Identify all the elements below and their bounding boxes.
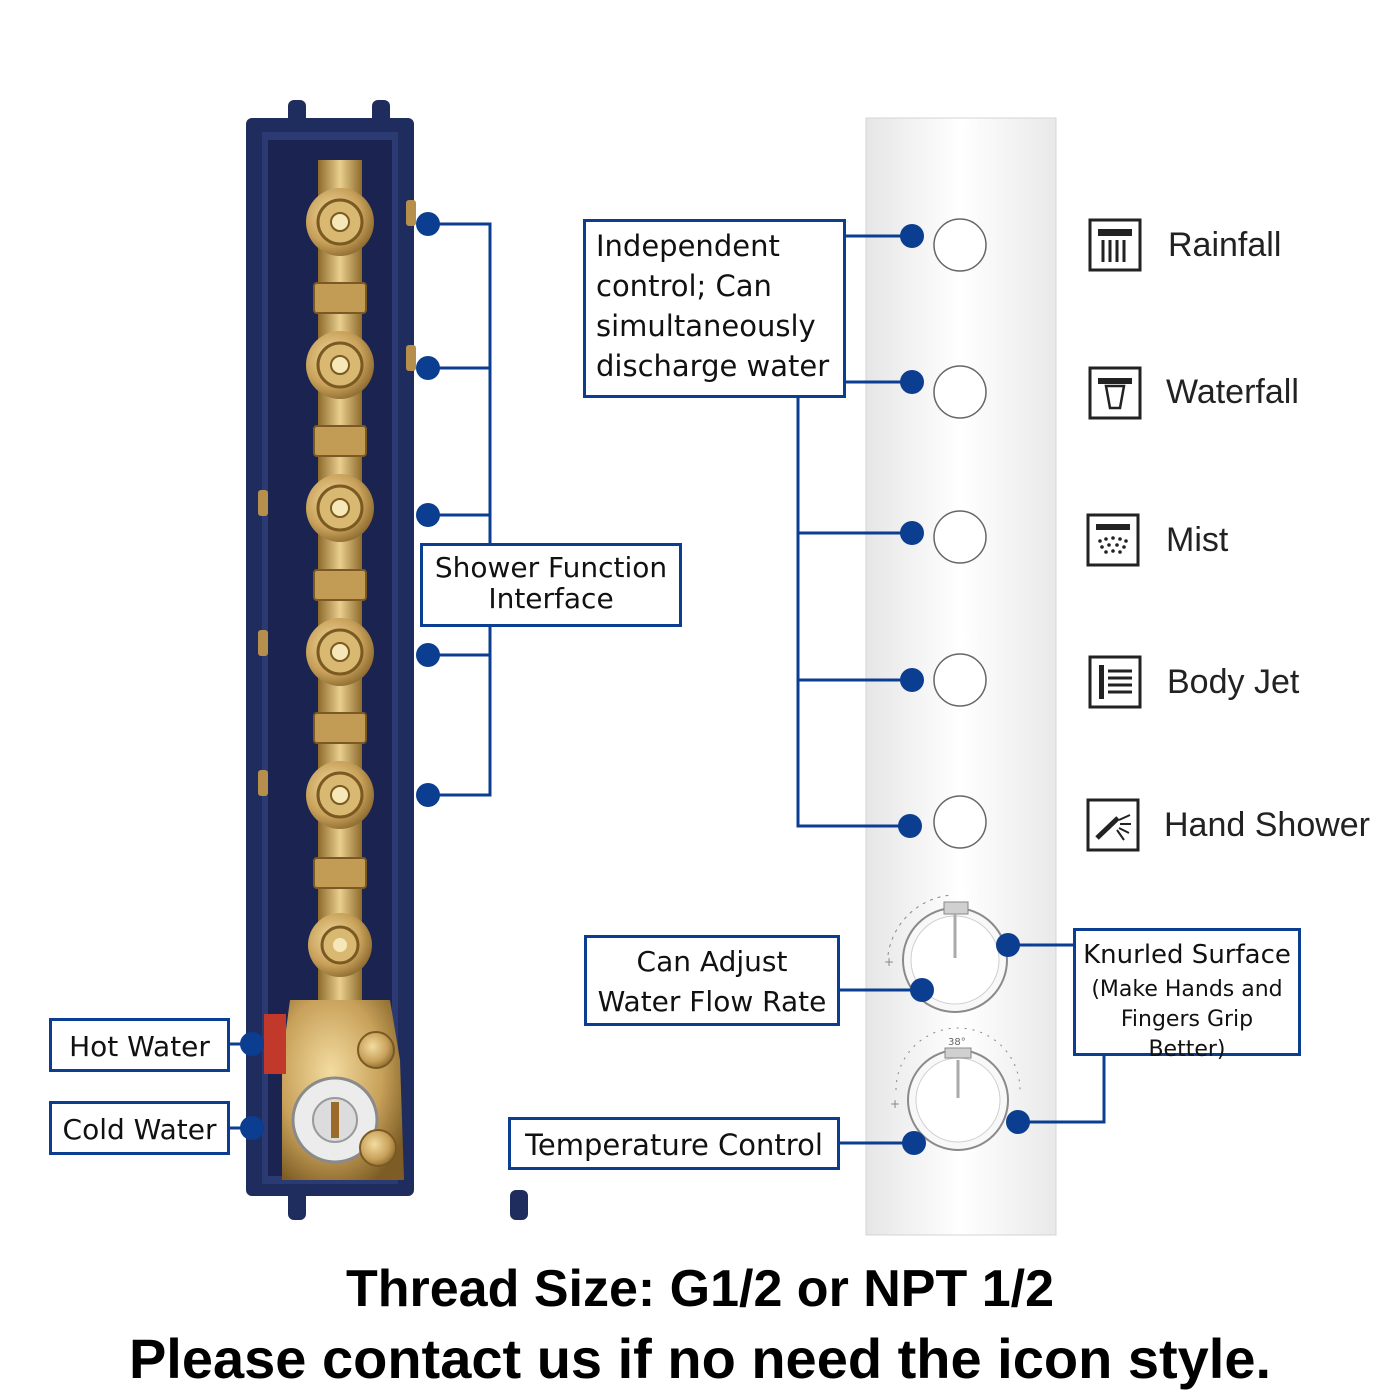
- function-label-mist: Mist: [1166, 521, 1229, 559]
- dial-marking: 38°: [948, 1037, 966, 1048]
- valve-box: [246, 100, 528, 1220]
- temperature-control-text: Temperature Control: [525, 1128, 823, 1162]
- knurled-surface-subtitle: (Make Hands and Fingers Grip Better): [1091, 977, 1283, 1062]
- shower-interface-callout: Shower Function Interface: [420, 543, 682, 627]
- valve-cartridges: [306, 188, 374, 977]
- svg-text:+: +: [890, 1097, 900, 1111]
- flow-rate-callout: Can Adjust Water Flow Rate: [584, 935, 840, 1026]
- independent-control-callout: Independent control; Can simultaneously …: [583, 219, 846, 398]
- function-label-waterfall: Waterfall: [1166, 373, 1299, 411]
- function-label-hand-shower: Hand Shower: [1164, 806, 1371, 844]
- cold-water-text: Cold Water: [62, 1113, 217, 1146]
- mist-button[interactable]: [933, 510, 987, 564]
- temperature-control-callout: Temperature Control: [508, 1117, 840, 1170]
- rainfall-icon: [1088, 218, 1142, 272]
- cold-water-callout: Cold Water: [49, 1101, 230, 1155]
- hand-shower-icon: [1086, 798, 1140, 852]
- shower-panel: + +: [865, 117, 1057, 1236]
- contact-note-text: Please contact us if no need the icon st…: [128, 1327, 1272, 1390]
- function-label-rainfall: Rainfall: [1168, 226, 1282, 264]
- thread-size-text: Thread Size: G1/2 or NPT 1/2: [346, 1260, 1054, 1318]
- knurled-surface-callout: Knurled Surface (Make Hands and Fingers …: [1073, 928, 1301, 1062]
- body-jet-button[interactable]: [933, 653, 987, 707]
- hand-shower-button[interactable]: [933, 795, 987, 849]
- connector-dots: [240, 212, 1030, 1155]
- flow-rate-text: Can Adjust Water Flow Rate: [597, 945, 827, 1018]
- waterfall-button[interactable]: [933, 365, 987, 419]
- function-label-body-jet: Body Jet: [1167, 663, 1300, 701]
- body-jet-icon: [1088, 655, 1142, 709]
- rainfall-button[interactable]: [933, 218, 987, 272]
- waterfall-icon: [1088, 366, 1142, 420]
- temperature-knob[interactable]: +: [890, 1027, 1021, 1151]
- hot-water-callout: Hot Water: [49, 1018, 230, 1072]
- shower-interface-text: Shower Function Interface: [434, 551, 668, 615]
- independent-control-text: Independent control; Can simultaneously …: [596, 229, 830, 383]
- knurled-surface-title: Knurled Surface: [1083, 940, 1291, 970]
- hot-water-text: Hot Water: [69, 1030, 210, 1063]
- mist-icon: [1086, 513, 1140, 567]
- svg-text:+: +: [884, 955, 894, 969]
